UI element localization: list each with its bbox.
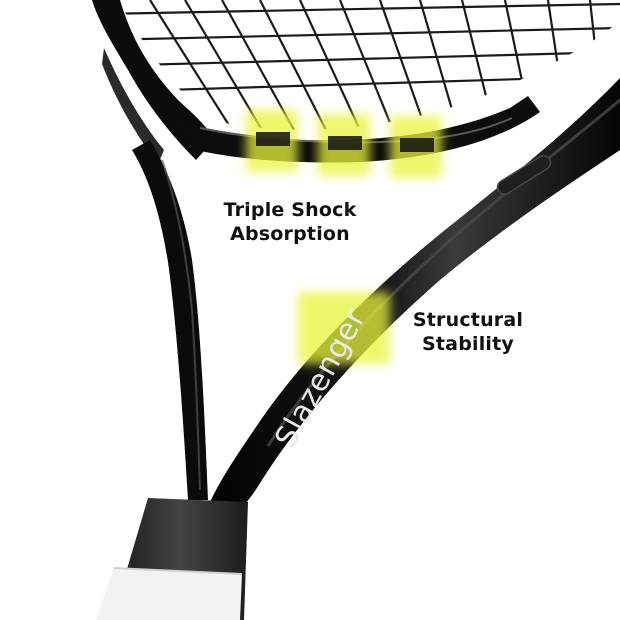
callout-shock-line2: Absorption [230,223,350,245]
callout-structural-stability: Structural Stability [398,308,538,356]
frame-left-bumper [102,48,164,164]
string-bed [118,0,620,130]
structural-stability-highlight [298,292,390,364]
callout-triple-shock-absorption: Triple Shock Absorption [210,198,370,246]
frame-left-arm [132,140,208,500]
grip [96,568,242,620]
grommet-slot [496,155,552,195]
frame-left-upper [92,0,214,160]
shock-absorption-highlights [246,110,442,178]
callout-stability-line2: Stability [422,333,514,355]
callout-shock-line1: Triple Shock [223,199,357,221]
callout-stability-line1: Structural [412,309,524,331]
